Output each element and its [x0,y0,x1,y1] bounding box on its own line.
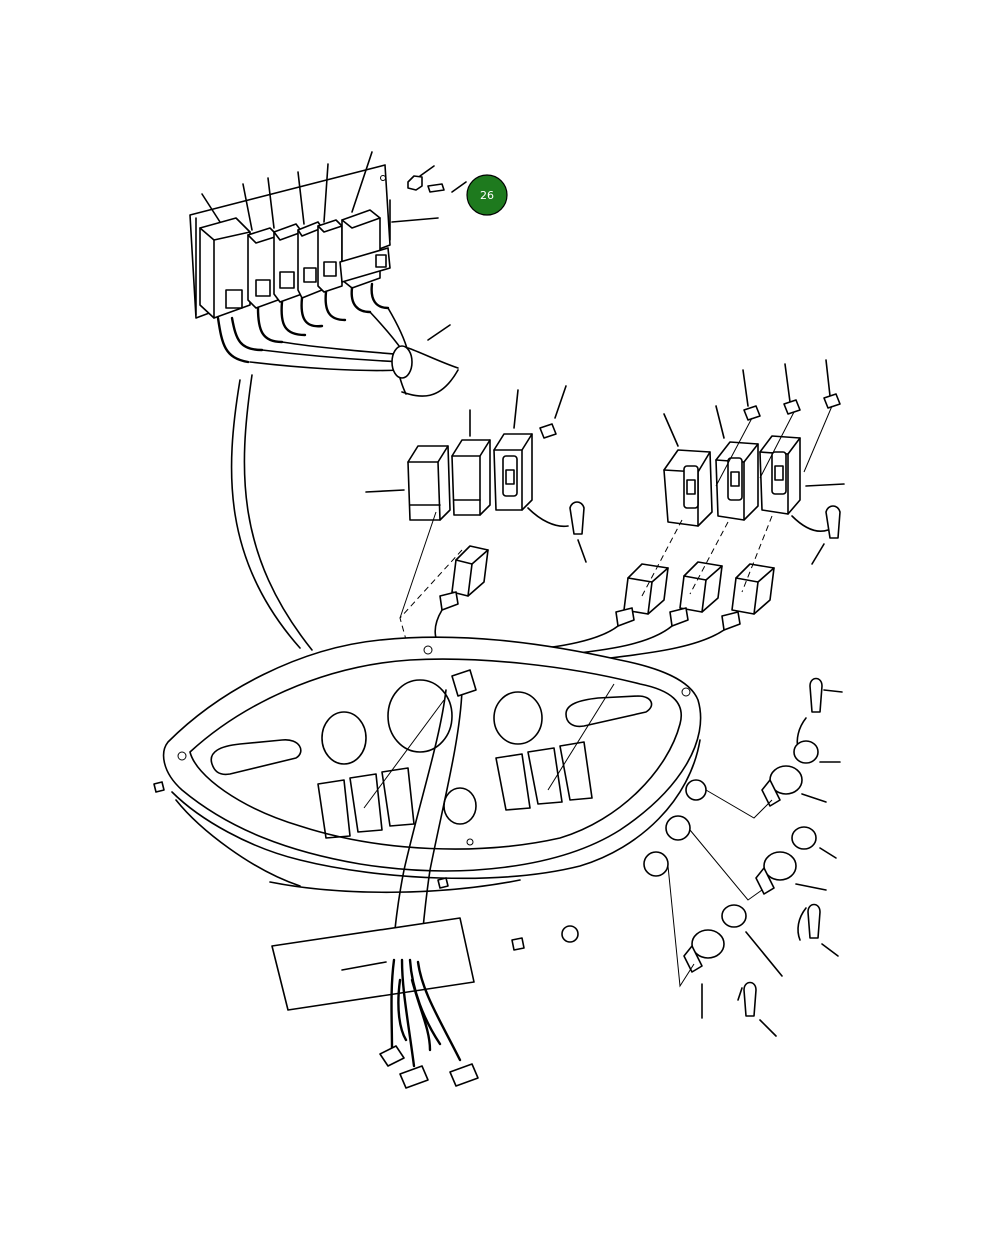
connector-r2 [669,561,723,627]
connector-r1 [615,563,669,627]
lower-harness [271,917,579,1089]
indicator-lamps [643,677,843,1037]
connector-r3 [721,563,775,631]
relay-3 [273,223,303,303]
switch-blank-2 [451,439,491,516]
dash-panel [153,636,702,963]
rocker-switch-r3 [759,435,801,515]
lamp-holder-2 [755,826,827,895]
callout-26-circle [466,174,508,216]
callout-26[interactable]: 26 [466,174,508,216]
rocker-switch-r2 [715,441,759,521]
nut-and-bolt [380,165,467,193]
main-harness [230,369,459,651]
relay-6 [339,209,391,289]
right-switch-group [461,359,845,673]
rocker-switch-r1 [663,449,713,527]
switch-blank-1 [407,445,451,521]
rocker-switch-left [493,433,533,511]
lamp-holder-3 [683,904,783,1019]
relay-panel [189,151,467,395]
lamp-holder-1 [761,740,827,807]
relay-1 [199,217,251,319]
relay-5 [317,219,343,293]
callout-26-label: 26 [480,189,494,202]
